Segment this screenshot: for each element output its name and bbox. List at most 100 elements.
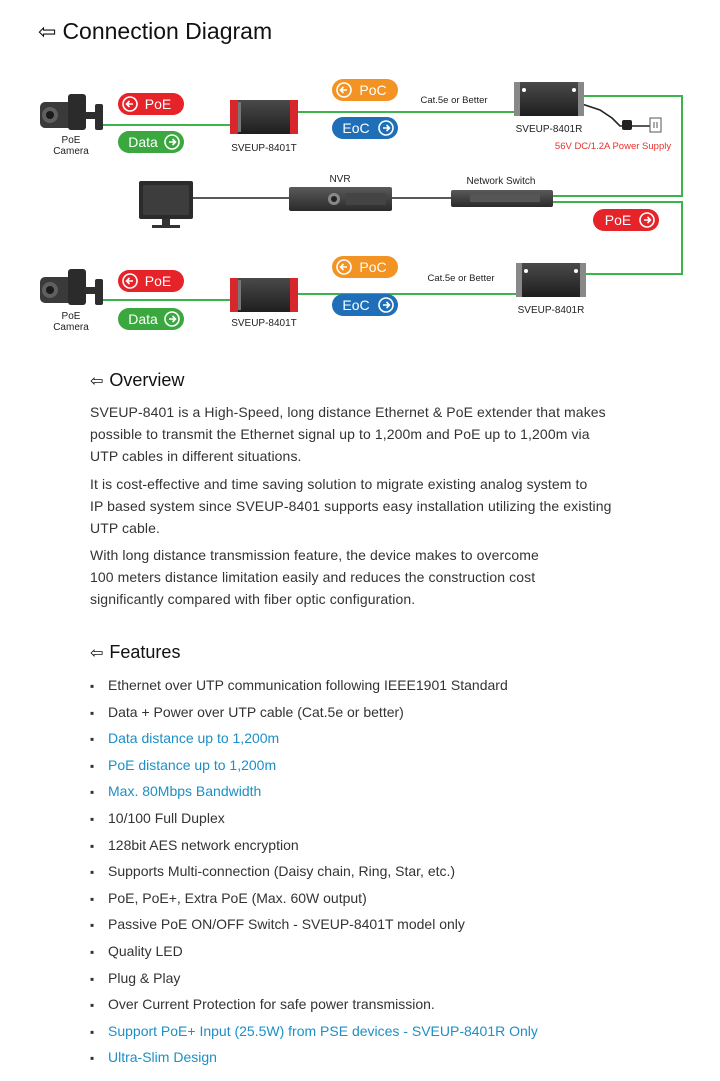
page-title-text: Connection Diagram [62, 18, 273, 44]
feature-item: ▪ Ultra-Slim Design [90, 1046, 538, 1073]
features-list: ▪ Ethernet over UTP communication followi… [90, 674, 538, 1073]
overview-p2-line2: IP based system since SVEUP-8401 support… [90, 498, 612, 514]
feature-item: ▪ Passive PoE ON/OFF Switch - SVEUP-8401T… [90, 913, 538, 940]
bullet-icon: ▪ [90, 998, 95, 1013]
feature-text: Over Current Protection for safe power t… [108, 996, 435, 1013]
bottom-camera-label-line1: PoE [62, 311, 81, 322]
bottom-eoc-label: EoC [342, 297, 369, 313]
nvr-device-icon [289, 187, 392, 211]
connection-diagram: PoE Camera PoE Data SVEUP-8401T PoC EoC … [40, 79, 683, 333]
monitor-icon [139, 181, 193, 228]
top-transmitter-device [230, 100, 298, 134]
top-poe-label: PoE [145, 96, 171, 112]
feature-item: ▪ Supports Multi-connection (Daisy chain,… [90, 860, 538, 887]
bottom-poe-badge: PoE [118, 270, 184, 292]
feature-item: ▪ Plug & Play [90, 967, 538, 994]
feature-item: ▪ PoE, PoE+, Extra PoE (Max. 60W output) [90, 887, 538, 914]
top-eoc-label: EoC [342, 120, 369, 136]
overview-title: Overview [109, 370, 185, 390]
top-receiver-label: SVEUP-8401R [516, 124, 583, 135]
bullet-icon: ▪ [90, 918, 95, 933]
network-switch-icon [451, 190, 553, 207]
bullet-icon: ▪ [90, 705, 95, 720]
feature-item: ▪ Max. 80Mbps Bandwidth [90, 780, 538, 807]
feature-item: ▪ 10/100 Full Duplex [90, 807, 538, 834]
overview-paragraph-1: SVEUP-8401 is a High-Speed, long distanc… [90, 401, 680, 467]
overview-p2-line1: It is cost-effective and time saving sol… [90, 476, 588, 492]
overview-p1-line2: possible to transmit the Ethernet signal… [90, 426, 590, 442]
top-cable-label: Cat.5e or Better [420, 95, 487, 106]
arrow-left-outline-icon: ⇦ [90, 372, 104, 390]
feature-text: Support PoE+ Input (25.5W) from PSE devi… [108, 1022, 538, 1039]
arrow-left-outline-icon: ⇦ [38, 18, 57, 44]
switch-label: Network Switch [467, 176, 536, 187]
bottom-eoc-badge: EoC [332, 294, 398, 316]
feature-item: ▪ PoE distance up to 1,200m [90, 754, 538, 781]
bottom-cable-label: Cat.5e or Better [427, 273, 494, 284]
bullet-icon: ▪ [90, 944, 95, 959]
bullet-icon: ▪ [90, 785, 95, 800]
top-data-label: Data [128, 134, 158, 150]
bottom-poc-badge: PoC [332, 256, 398, 278]
feature-item: ▪ Over Current Protection for safe power … [90, 993, 538, 1020]
bullet-icon: ▪ [90, 758, 95, 773]
top-poc-badge: PoC [332, 79, 398, 101]
top-receiver-device [514, 82, 584, 116]
top-camera-label-line2: Camera [53, 146, 89, 157]
right-poe-badge: PoE [593, 209, 659, 231]
feature-text: Supports Multi-connection (Daisy chain, … [108, 863, 456, 880]
features-title: Features [109, 642, 181, 662]
features-heading: ⇦ Features [90, 642, 180, 663]
page-title: ⇦ Connection Diagram [38, 18, 272, 45]
top-transmitter-label: SVEUP-8401T [231, 143, 297, 154]
overview-heading: ⇦ Overview [90, 370, 184, 391]
overview-p3-line3: significantly compared with fiber optic … [90, 591, 416, 607]
feature-text: Quality LED [108, 942, 183, 959]
bottom-data-label: Data [128, 311, 158, 327]
power-supply-label: 56V DC/1.2A Power Supply [555, 141, 671, 152]
feature-text: PoE distance up to 1,200m [108, 756, 277, 773]
overview-p1-line3: UTP cables in different situations. [90, 448, 302, 464]
feature-text: PoE, PoE+, Extra PoE (Max. 60W output) [108, 889, 367, 906]
bullet-icon: ▪ [90, 811, 95, 826]
top-camera-icon [40, 94, 103, 130]
bullet-icon: ▪ [90, 679, 95, 693]
bottom-camera-label-line2: Camera [53, 322, 89, 333]
feature-item: ▪ Data + Power over UTP cable (Cat.5e or … [90, 701, 538, 728]
feature-text: Plug & Play [108, 969, 181, 986]
bottom-data-badge: Data [118, 308, 184, 330]
overview-p2-line3: UTP cable. [90, 520, 160, 536]
bottom-transmitter-device [230, 278, 298, 312]
bottom-poe-label: PoE [145, 273, 171, 289]
feature-text: Ethernet over UTP communication followin… [108, 677, 508, 693]
feature-text: 10/100 Full Duplex [108, 809, 225, 826]
feature-item: ▪ Support PoE+ Input (25.5W) from PSE dev… [90, 1020, 538, 1047]
top-eoc-badge: EoC [332, 117, 398, 139]
feature-text: 128bit AES network encryption [108, 836, 299, 853]
bullet-icon: ▪ [90, 891, 95, 906]
feature-item: ▪Data distance up to 1,200m [90, 727, 538, 754]
top-poc-label: PoC [359, 82, 386, 98]
top-data-badge: Data [118, 131, 184, 153]
overview-paragraph-2: It is cost-effective and time saving sol… [90, 473, 680, 539]
feature-item: ▪128bit AES network encryption [90, 834, 538, 861]
bullet-icon: ▪ [90, 732, 95, 747]
bullet-icon: ▪ [90, 865, 95, 880]
power-supply-icon [622, 117, 662, 133]
overview-paragraph-3: With long distance transmission feature,… [90, 544, 680, 610]
feature-text: Max. 80Mbps Bandwidth [108, 783, 262, 800]
bullet-icon: ▪ [90, 971, 95, 986]
bottom-receiver-device [516, 263, 586, 297]
bottom-transmitter-label: SVEUP-8401T [231, 318, 297, 329]
bullet-icon: ▪ [90, 1024, 95, 1039]
feature-item: ▪ Quality LED [90, 940, 538, 967]
bottom-receiver-label: SVEUP-8401R [518, 305, 585, 316]
feature-text: Passive PoE ON/OFF Switch - SVEUP-8401T … [108, 916, 465, 933]
overview-p3-line2: 100 meters distance limitation easily an… [90, 569, 536, 585]
nvr-label: NVR [329, 174, 350, 185]
bullet-icon: ▪ [90, 1051, 95, 1066]
bottom-poc-label: PoC [359, 259, 386, 275]
top-camera-label-line1: PoE [62, 135, 81, 146]
feature-text: Ultra-Slim Design [108, 1049, 217, 1066]
feature-text: Data + Power over UTP cable (Cat.5e or b… [108, 703, 404, 720]
